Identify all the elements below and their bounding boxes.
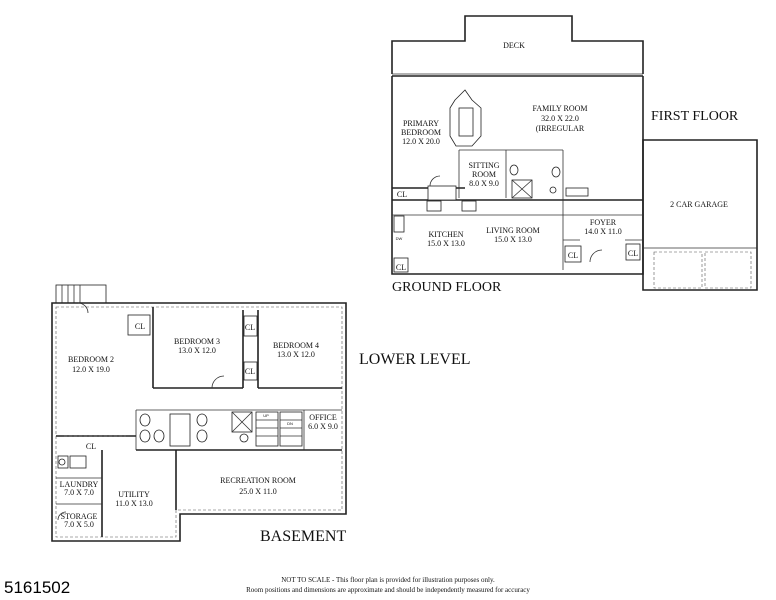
room-foyer-name: FOYER [590, 218, 617, 227]
room-family-dims: 32.0 X 22.0 [541, 114, 579, 123]
disclaimer-line-1: NOT TO SCALE - This floor plan is provid… [281, 576, 495, 584]
room-foyer-dims: 14.0 X 11.0 [584, 227, 621, 236]
room-primary-name1: PRIMARY [403, 119, 439, 128]
room-sitting-dims: 8.0 X 9.0 [469, 179, 499, 188]
stair-up-mark: UP [263, 413, 269, 418]
lower-level-label: LOWER LEVEL [359, 351, 471, 368]
room-bedroom4-dims: 13.0 X 12.0 [277, 350, 315, 359]
listing-id: 5161502 [4, 578, 71, 597]
closet-label: CL [568, 251, 578, 260]
room-bedroom4-name: BEDROOM 4 [273, 341, 319, 350]
room-storage-dims: 7.0 X 5.0 [64, 520, 94, 529]
room-recreation-name: RECREATION ROOM [220, 476, 296, 485]
room-kitchen-dims: 15.0 X 13.0 [427, 239, 465, 248]
room-bedroom2-dims: 12.0 X 19.0 [72, 365, 110, 374]
room-laundry-name: LAUNDRY [60, 480, 99, 489]
dishwasher-label: DW [396, 236, 403, 241]
room-laundry-dims: 7.0 X 7.0 [64, 488, 94, 497]
room-storage-name: STORAGE [61, 512, 98, 521]
room-family-name: FAMILY ROOM [533, 104, 588, 113]
ground-floor-label: GROUND FLOOR [392, 280, 502, 295]
room-living-name: LIVING ROOM [486, 226, 540, 235]
room-garage-name: 2 CAR GARAGE [670, 200, 728, 209]
lower-floor-plan: CL CL CL CL UP DN [51, 284, 471, 545]
room-primary-name2: BEDROOM [401, 128, 441, 137]
room-bedroom2-name: BEDROOM 2 [68, 355, 114, 364]
basement-label: BASEMENT [260, 528, 346, 545]
room-living-dims: 15.0 X 13.0 [494, 235, 532, 244]
closet-label: CL [397, 190, 407, 199]
room-sitting-name1: SITTING [468, 161, 499, 170]
upper-floor-plan: CL DW CL CL CL DECK FAMILY ROOM 32.0 X 2… [391, 15, 758, 295]
closet-label: CL [86, 442, 96, 451]
room-sitting-name2: ROOM [472, 170, 496, 179]
closet-label: CL [245, 323, 255, 332]
disclaimer-line-2: Room positions and dimensions are approx… [246, 586, 530, 594]
room-office-dims: 6.0 X 9.0 [308, 422, 338, 431]
stair-dn-mark: DN [287, 421, 293, 426]
room-deck-name: DECK [503, 41, 525, 50]
room-family-note: (IRREGULAR [536, 124, 585, 133]
first-floor-label: FIRST FLOOR [651, 109, 739, 124]
closet-label: CL [135, 322, 145, 331]
room-primary-dims: 12.0 X 20.0 [402, 137, 440, 146]
closet-label: CL [628, 249, 638, 258]
room-office-name: OFFICE [309, 413, 337, 422]
room-utility-dims: 11.0 X 13.0 [115, 499, 152, 508]
closet-label: CL [245, 367, 255, 376]
room-bedroom3-name: BEDROOM 3 [174, 337, 220, 346]
room-recreation-dims: 25.0 X 11.0 [239, 487, 276, 496]
room-utility-name: UTILITY [118, 490, 150, 499]
closet-label: CL [396, 263, 406, 272]
room-bedroom3-dims: 13.0 X 12.0 [178, 346, 216, 355]
room-kitchen-name: KITCHEN [428, 230, 463, 239]
